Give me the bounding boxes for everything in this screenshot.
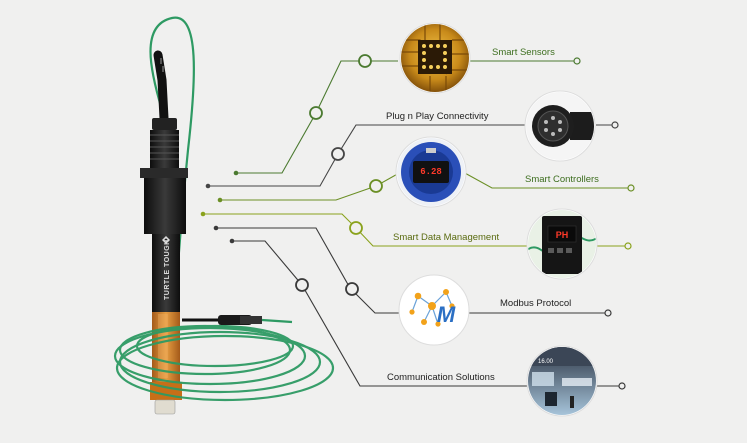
turtle-logo-icon xyxy=(162,236,170,244)
feature-label-communication-solutions: Communication Solutions xyxy=(387,372,495,383)
communication-solutions-thumbnail: 16.00 xyxy=(526,345,598,417)
circuit-chip-icon xyxy=(401,24,469,92)
line-start-dots xyxy=(200,170,239,244)
svg-text:M: M xyxy=(437,302,456,327)
controller-reading: 6.28 xyxy=(420,167,442,177)
ph-sensor-probe: TURTLE TOUGH xyxy=(113,16,335,415)
feature-label-smart-controllers: Smart Controllers xyxy=(525,174,599,185)
panel-reading: PH xyxy=(556,230,569,240)
data-panel-icon: PH xyxy=(528,210,596,278)
brand-label: TURTLE TOUGH xyxy=(164,239,171,300)
smart-controllers-thumbnail: 6.28 xyxy=(395,136,467,208)
line-nodes xyxy=(295,54,383,296)
modbus-logo-icon: M xyxy=(409,289,456,327)
feature-label-modbus-protocol: Modbus Protocol xyxy=(500,298,572,309)
feature-label-plug-n-play: Plug n Play Connectivity xyxy=(386,111,489,122)
feature-label-smart-data-management: Smart Data Management xyxy=(393,232,500,243)
smart-sensors-thumbnail xyxy=(399,22,471,94)
plug-n-play-thumbnail xyxy=(524,90,596,162)
dashboard-screen-icon: 16.00 xyxy=(528,347,596,415)
smart-data-management-thumbnail: PH xyxy=(526,208,598,280)
svg-text:16.00: 16.00 xyxy=(538,359,554,365)
modbus-protocol-thumbnail: M xyxy=(398,274,470,346)
controller-display-icon: 6.28 xyxy=(397,138,465,206)
feature-label-smart-sensors: Smart Sensors xyxy=(492,47,555,58)
line-end-nodes xyxy=(573,57,635,390)
connector-plug-icon xyxy=(526,92,594,160)
